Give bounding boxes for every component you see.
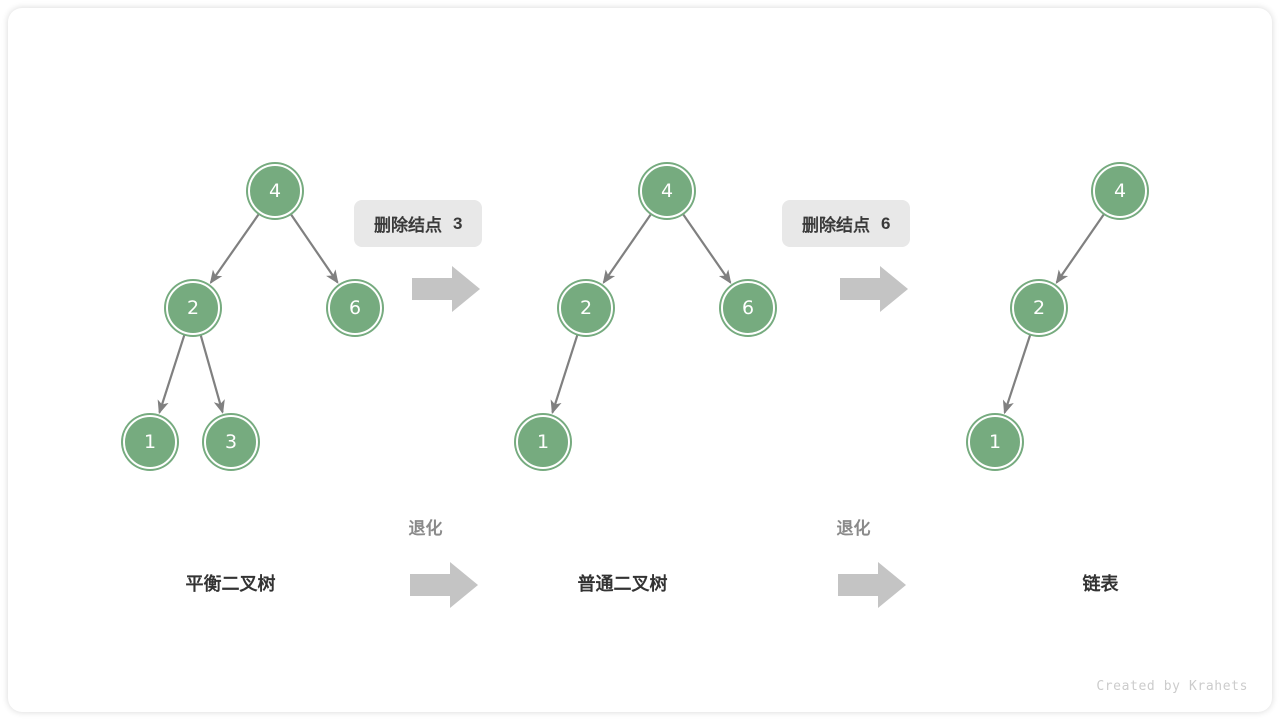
tree-node-value: 4	[660, 180, 674, 202]
watermark: Created by Krahets	[1096, 679, 1248, 694]
tree-edge	[199, 334, 225, 414]
tree-node-value: 2	[186, 297, 200, 319]
degrade-label: 退化	[836, 519, 871, 538]
tree-edge	[289, 213, 339, 284]
degrade-arrow-icon	[410, 562, 478, 608]
tree-node-value: 6	[348, 297, 362, 319]
tree-edge	[209, 213, 260, 285]
caption-ordinary-binary-tree: 普通二叉树	[577, 574, 668, 594]
tree-node-value: 4	[1113, 180, 1127, 202]
tree-node-value: 2	[1032, 297, 1046, 319]
operation-label-value: 6	[881, 213, 891, 233]
operation-label-text: 删除结点	[802, 216, 870, 235]
tree-node-1: 1	[968, 415, 1022, 469]
tree-node-2: 2	[559, 281, 613, 335]
transition-arrow-icon	[412, 266, 480, 312]
transition-arrow-icon	[840, 266, 908, 312]
tree-node-1: 1	[516, 415, 570, 469]
degrade-arrow-icon	[838, 562, 906, 608]
tree-node-4: 4	[640, 164, 694, 218]
tree-node-value: 1	[143, 431, 157, 453]
caption-linked-list: 链表	[1082, 574, 1119, 594]
tree-node-4: 4	[248, 164, 302, 218]
operation-label-value: 3	[453, 213, 463, 233]
tree-edge	[1055, 213, 1105, 284]
tree-node-3: 3	[204, 415, 258, 469]
tree-node-6: 6	[328, 281, 382, 335]
tree-node-value: 3	[224, 431, 238, 453]
tree-edge	[157, 334, 186, 415]
tree-node-2: 2	[1012, 281, 1066, 335]
edges-layer	[157, 213, 1105, 415]
tree-node-6: 6	[721, 281, 775, 335]
tree-node-value: 4	[268, 180, 282, 202]
caption-balanced-binary-tree: 平衡二叉树	[185, 574, 276, 594]
tree-node-2: 2	[166, 281, 220, 335]
tree-edge	[1002, 334, 1032, 415]
diagram-canvas: 4 2 6 1 3 4 2 6 1 4 2 1 删除结点 3 删除结点 6 退化 退化 平衡二叉树 普…	[8, 8, 1272, 712]
operation-label-delete-3: 删除结点 3	[354, 200, 483, 247]
operation-label-text: 删除结点	[374, 216, 442, 235]
tree-node-1: 1	[123, 415, 177, 469]
tree-node-value: 1	[988, 431, 1002, 453]
tree-node-value: 6	[741, 297, 755, 319]
tree-edge	[682, 213, 732, 284]
tree-node-value: 1	[536, 431, 550, 453]
tree-node-4: 4	[1093, 164, 1147, 218]
tree-node-value: 2	[579, 297, 593, 319]
tree-edge	[550, 334, 579, 415]
tree-edge	[602, 213, 652, 284]
operation-label-delete-6: 删除结点 6	[782, 200, 911, 247]
degrade-label: 退化	[408, 519, 443, 538]
tree-edges	[157, 213, 1105, 415]
